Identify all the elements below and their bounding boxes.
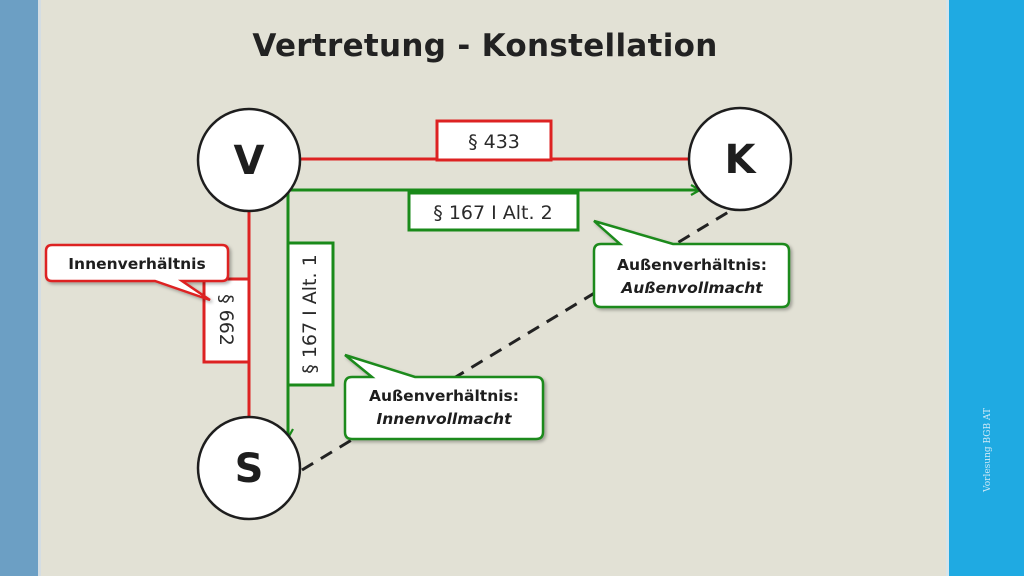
right-decorative-bar	[949, 0, 1024, 576]
node-v-label: V	[234, 138, 265, 184]
node-s: S	[196, 415, 302, 521]
callout-aussen-aussenvollmacht	[592, 219, 791, 309]
paragraph-167-alt1-box: § 167 I Alt. 1	[286, 241, 335, 387]
callout-innenverhaeltnis-label: Innenverhältnis	[68, 255, 205, 273]
node-k-label: K	[725, 137, 758, 183]
paragraph-433-box: § 433	[435, 119, 553, 162]
callout-aussen-aussen-line1: Außenverhältnis:	[617, 256, 767, 274]
node-s-label: S	[235, 446, 264, 492]
paragraph-167-alt2-box: § 167 I Alt. 2	[407, 191, 580, 232]
footer-text: Vorlesung BGB AT	[983, 408, 993, 492]
paragraph-167-alt2-label: § 167 I Alt. 2	[433, 202, 552, 224]
callout-aussen-innen-line1: Außenverhältnis:	[369, 387, 519, 405]
callout-aussen-aussen-line2: Außenvollmacht	[620, 279, 763, 297]
left-decorative-bar	[0, 0, 38, 576]
callout-aussen-innenvollmacht	[343, 353, 545, 441]
node-k: K	[687, 106, 793, 212]
paragraph-167-alt1-label: § 167 I Alt. 1	[299, 254, 321, 373]
node-v: V	[196, 107, 302, 213]
paragraph-433-label: § 433	[468, 131, 520, 153]
paragraph-662-label: § 662	[215, 294, 237, 346]
callout-aussen-innen-line2: Innenvollmacht	[376, 410, 512, 428]
right-bar-edge	[946, 0, 949, 576]
left-bar-edge	[38, 0, 41, 576]
callout-innenverhaeltnis	[44, 243, 230, 302]
slide-title: Vertretung - Konstellation	[252, 28, 718, 64]
paragraph-662-box: § 662	[202, 277, 251, 364]
